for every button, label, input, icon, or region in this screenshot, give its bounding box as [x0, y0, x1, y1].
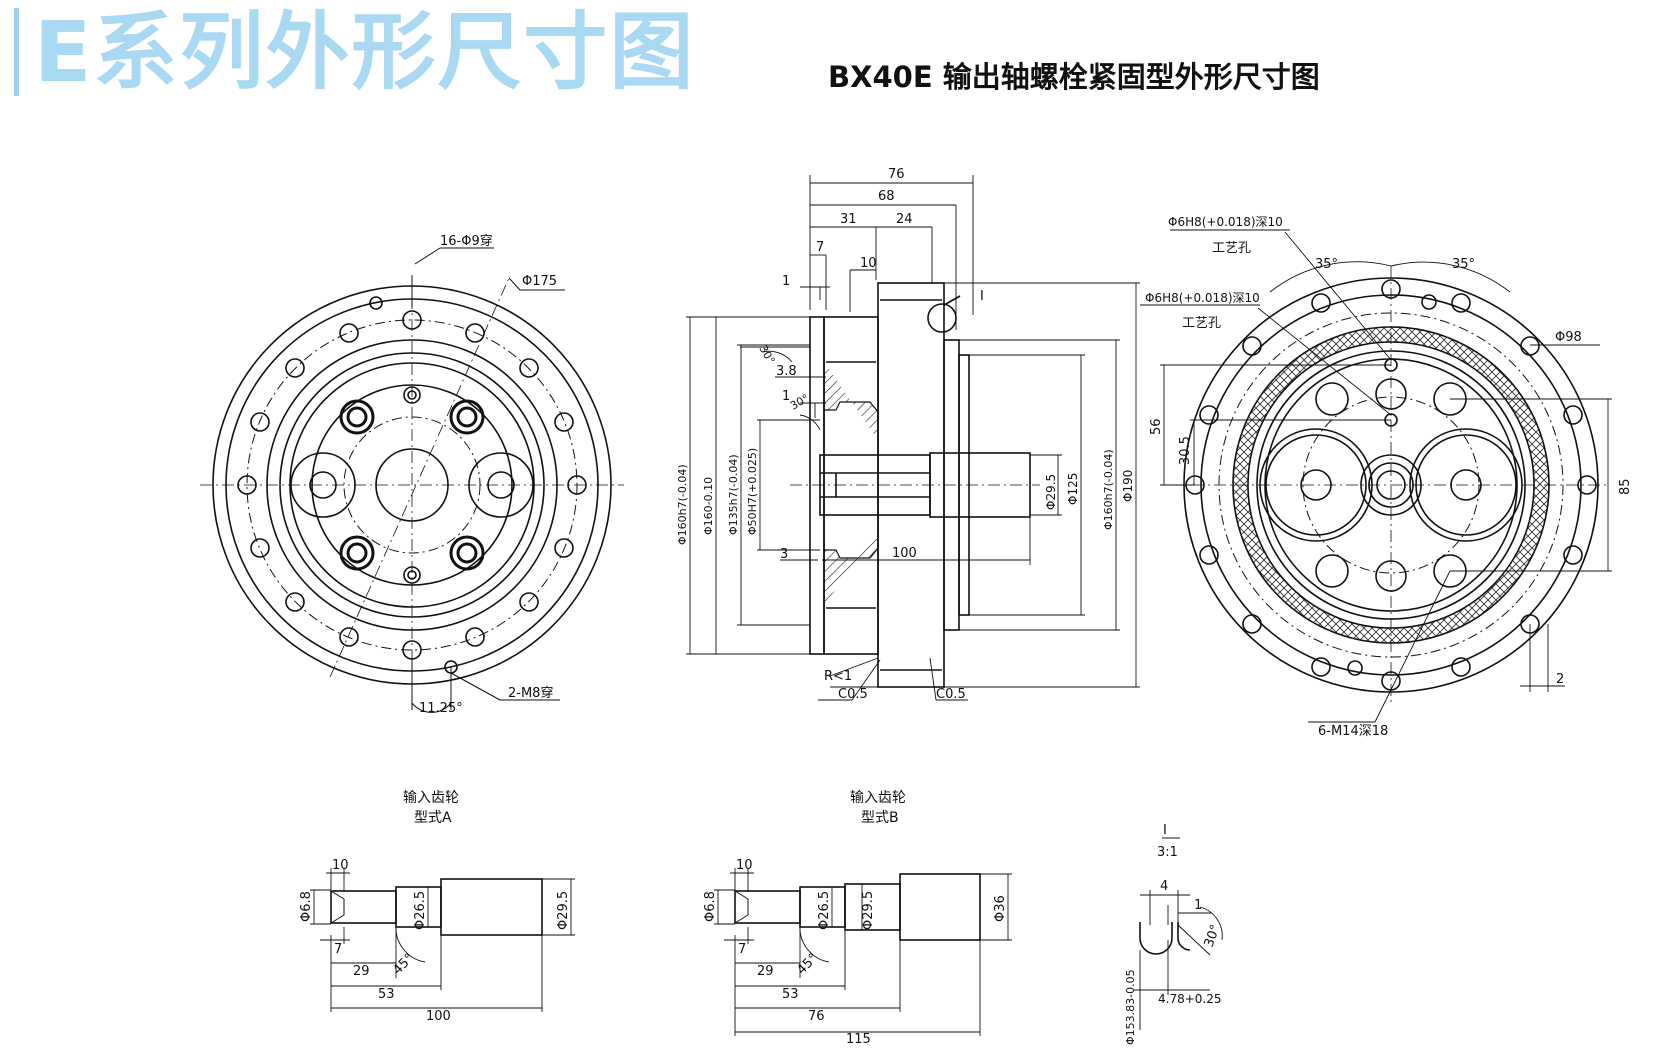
dia-160-h7-left-label: Φ160h7(-0.04) — [676, 464, 689, 545]
gear-b-angle: 45° — [794, 951, 821, 978]
chamfer-left-label: C0.5 — [838, 687, 868, 702]
gear-a-dia-6-8: Φ6.8 — [299, 891, 314, 922]
series-title: E系列外形尺寸图 — [34, 3, 696, 101]
detail-mark-label: I — [980, 289, 984, 304]
dia-190-label: Φ190 — [1121, 470, 1135, 502]
front-angle-label: 11.25° — [419, 701, 463, 716]
detail-i-drawing — [1134, 837, 1223, 1030]
detail-i-scale: 3:1 — [1157, 845, 1178, 860]
front-screw-bosses — [339, 399, 485, 571]
gear-a-len-53: 53 — [378, 987, 395, 1002]
rear-view — [1140, 229, 1612, 723]
gear-b-title: 输入齿轮 — [850, 790, 906, 806]
pin-hole-2-label: Φ6H8(+0.018)深10 — [1145, 291, 1260, 305]
front-view — [200, 247, 624, 713]
len-100-label: 100 — [892, 546, 917, 561]
len-7-label: 7 — [816, 240, 824, 255]
dia-135-h7-label: Φ135h7(-0.04) — [727, 454, 740, 535]
gear-a-drawing — [310, 868, 575, 1012]
detail-i-angle: 30° — [1202, 923, 1224, 950]
detail-i-labels: I 3:1 4 1 30° Φ153.83-0.05 4.78+0.25 — [1124, 823, 1224, 1045]
angle-30b-label: 30° — [788, 392, 811, 413]
len-76-label: 76 — [888, 167, 905, 182]
fillet-label: R<1 — [824, 669, 852, 684]
gear-a-title: 输入齿轮 — [403, 790, 459, 806]
gear-a-dia-26-5: Φ26.5 — [413, 891, 428, 930]
gear-b-dia-29-5: Φ29.5 — [861, 891, 876, 930]
dia-98-label: Φ98 — [1555, 330, 1582, 345]
dia-160-h7-right-label: Φ160h7(-0.04) — [1102, 449, 1115, 530]
angle-left-label: 35° — [1315, 257, 1338, 272]
gear-b-len-7: 7 — [738, 942, 746, 957]
gear-b-dia-6-8: Φ6.8 — [703, 891, 718, 922]
holes-note-label: 16-Φ9穿 — [440, 233, 493, 249]
detail-i-len-4-78: 4.78+0.25 — [1158, 992, 1222, 1006]
front-view-labels: 16-Φ9穿 Φ175 11.25° 2-M8穿 — [419, 233, 557, 716]
len-3-8-label: 3.8 — [776, 364, 797, 379]
section-view-labels: 76 68 31 24 7 10 1 3.8 1 I 3 100 R<1 C0.… — [676, 167, 1135, 702]
dia-175-label: Φ175 — [522, 274, 557, 289]
len-31-label: 31 — [840, 212, 857, 227]
len-1a-label: 1 — [782, 274, 790, 289]
rear-view-labels: Φ6H8(+0.018)深10 工艺孔 Φ6H8(+0.018)深10 工艺孔 … — [1145, 215, 1633, 739]
detail-i-len-4: 4 — [1160, 879, 1168, 894]
gear-b-type: 型式B — [861, 810, 899, 826]
len-85-label: 85 — [1618, 478, 1633, 495]
len-3-label: 3 — [780, 547, 788, 562]
len-68-label: 68 — [878, 189, 895, 204]
gear-a-len-29: 29 — [353, 964, 370, 979]
detail-i-dia-153: Φ153.83-0.05 — [1124, 969, 1137, 1045]
pin-hole-1-label: Φ6H8(+0.018)深10 — [1168, 215, 1283, 229]
gear-a-angle: 45° — [390, 951, 417, 978]
gear-b-dia-26-5: Φ26.5 — [817, 891, 832, 930]
dia-125-label: Φ125 — [1066, 473, 1080, 505]
angle-right-label: 35° — [1452, 257, 1475, 272]
gear-b-drawing — [714, 868, 1012, 1036]
header-accent-bar — [14, 8, 19, 96]
dia-29-5-label: Φ29.5 — [1044, 474, 1058, 510]
gear-b-dia-36: Φ36 — [993, 895, 1008, 922]
detail-i-label: I — [1163, 823, 1167, 838]
len-30-5-label: 30.5 — [1178, 436, 1193, 465]
gear-a-labels: 输入齿轮 型式A 10 Φ6.8 7 Φ26.5 Φ29.5 29 45° 53… — [299, 790, 571, 1024]
process-hole-2-label: 工艺孔 — [1182, 316, 1221, 331]
len-1b-label: 1 — [782, 389, 790, 404]
gear-a-len-7: 7 — [334, 942, 342, 957]
len-10-label: 10 — [860, 256, 877, 271]
dia-160-label: Φ160-0.10 — [702, 477, 715, 535]
gear-b-len-29: 29 — [757, 964, 774, 979]
drawing-title: BX40E 输出轴螺栓紧固型外形尺寸图 — [828, 60, 1320, 94]
gear-b-len-115: 115 — [846, 1032, 871, 1047]
gear-a-len-10: 10 — [332, 858, 349, 873]
gear-b-len-53: 53 — [782, 987, 799, 1002]
gear-a-type: 型式A — [414, 810, 452, 826]
len-24-label: 24 — [896, 212, 913, 227]
rear-tapped-note-label: 6-M14深18 — [1318, 724, 1388, 739]
len-56-label: 56 — [1149, 418, 1164, 435]
gear-a-len-100: 100 — [426, 1009, 451, 1024]
detail-i-len-1: 1 — [1194, 898, 1202, 913]
gear-b-len-10: 10 — [736, 858, 753, 873]
dia-50-H7-label: Φ50H7(+0.025) — [746, 448, 759, 535]
process-hole-1-label: 工艺孔 — [1212, 241, 1251, 256]
len-2-label: 2 — [1556, 672, 1564, 687]
section-view — [686, 175, 1140, 701]
gear-a-dia-29-5: Φ29.5 — [556, 891, 571, 930]
gear-b-len-76: 76 — [808, 1009, 825, 1024]
chamfer-right-label: C0.5 — [936, 687, 966, 702]
gear-b-labels: 输入齿轮 型式B 10 Φ6.8 7 Φ26.5 Φ29.5 Φ36 29 45… — [703, 790, 1008, 1047]
angle-30a-label: 30° — [756, 343, 777, 366]
tapped-note-label: 2-M8穿 — [508, 685, 553, 701]
